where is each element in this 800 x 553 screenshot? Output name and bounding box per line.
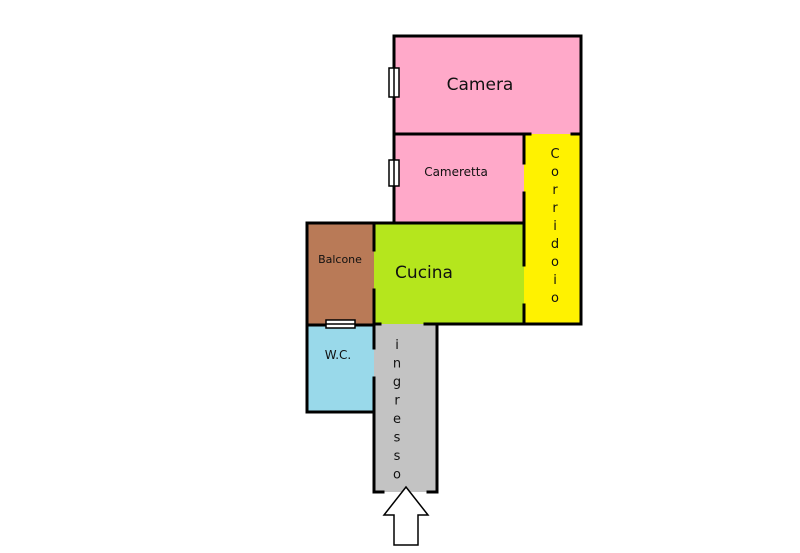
room-wc <box>307 325 374 412</box>
label-balcone: Balcone <box>318 253 362 266</box>
windows <box>325 67 400 329</box>
label-letter: i <box>553 273 557 288</box>
label-letter: C <box>550 147 559 162</box>
label-cucina: Cucina <box>395 263 453 283</box>
label-letter: r <box>552 183 558 198</box>
room-cucina <box>374 223 524 324</box>
label-letter: r <box>552 201 558 216</box>
label-letter: o <box>393 468 401 483</box>
label-letter: s <box>394 449 401 464</box>
label-letter: i <box>553 219 557 234</box>
room-cameretta <box>394 134 524 223</box>
room-corridoio <box>524 134 581 324</box>
label-wc: W.C. <box>325 348 352 362</box>
label-letter: e <box>393 412 401 427</box>
room-ingresso <box>374 324 437 492</box>
label-cameretta: Cameretta <box>424 165 488 179</box>
label-letter: s <box>394 431 401 446</box>
label-letter: i <box>395 338 399 353</box>
room-camera <box>394 36 581 134</box>
label-letter: o <box>551 291 559 306</box>
label-letter: g <box>393 375 401 390</box>
label-letter: n <box>393 357 401 372</box>
label-letter: o <box>551 165 559 180</box>
label-letter: o <box>551 255 559 270</box>
label-letter: d <box>551 237 559 252</box>
arrow-up-icon <box>382 485 430 546</box>
room-balcone <box>307 223 374 325</box>
walls <box>305 34 583 494</box>
label-camera: Camera <box>447 75 514 95</box>
label-letter: r <box>394 394 400 409</box>
